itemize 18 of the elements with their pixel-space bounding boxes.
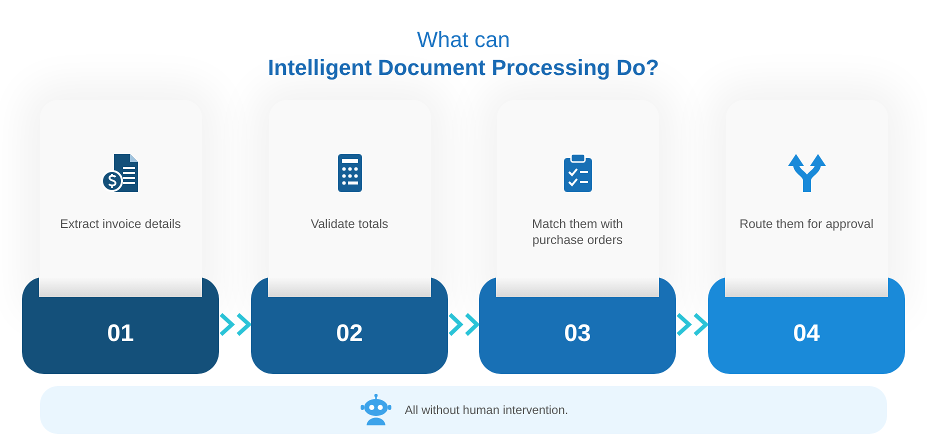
note-banner xyxy=(40,386,887,434)
step-number-tab: 03 xyxy=(479,277,676,374)
step-number-tab: 01 xyxy=(22,277,219,374)
chevron-arrow xyxy=(219,312,252,336)
chevron-arrow xyxy=(448,312,480,336)
step-description: Route them for approval xyxy=(738,216,875,232)
step-description: Match them with purchase orders xyxy=(530,216,624,248)
title: What can Intelligent Document Processing Do? xyxy=(266,26,660,82)
step-description: Validate totals xyxy=(310,216,390,232)
note-text: All without human intervention. xyxy=(404,403,568,417)
step-card xyxy=(708,100,905,375)
step-number-tab: 02 xyxy=(251,277,448,374)
step-card xyxy=(251,100,448,375)
chevron-arrow xyxy=(676,312,709,336)
step-number-tab: 04 xyxy=(708,277,905,374)
step-description: Extract invoice details xyxy=(59,216,182,232)
step-card xyxy=(479,100,676,375)
step-card xyxy=(22,100,219,375)
